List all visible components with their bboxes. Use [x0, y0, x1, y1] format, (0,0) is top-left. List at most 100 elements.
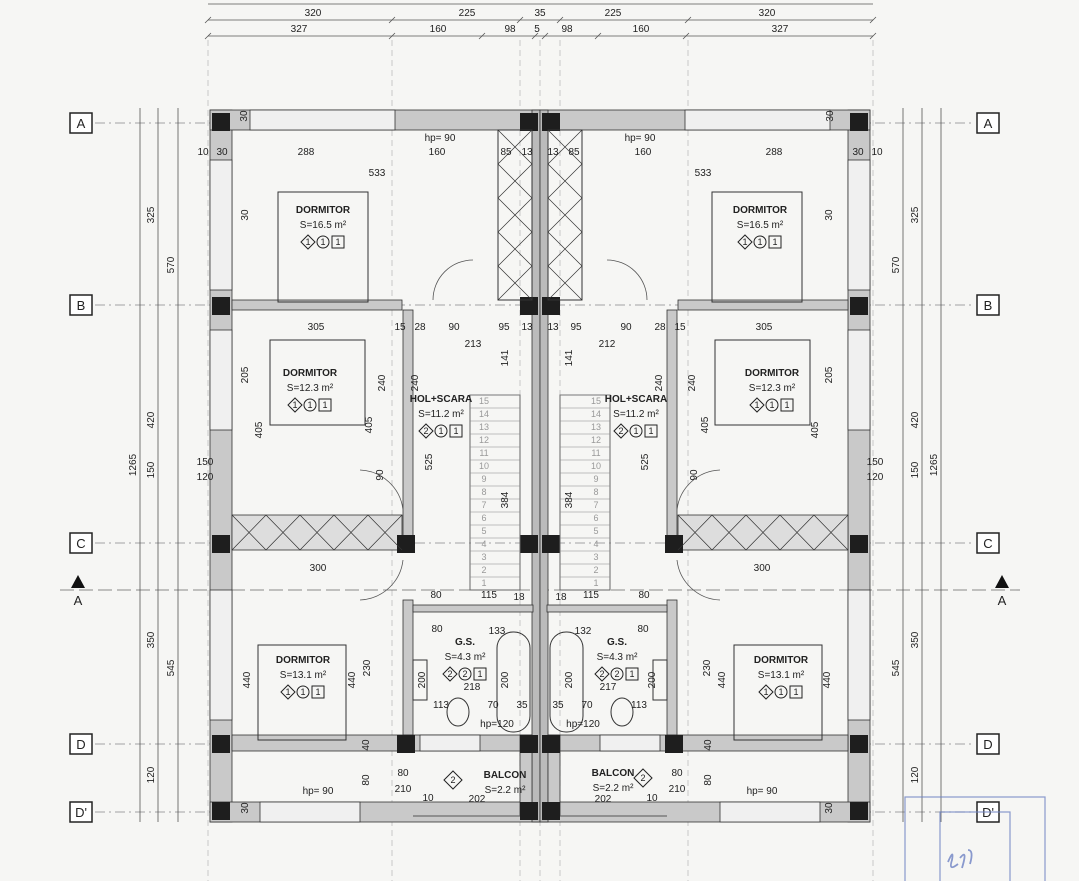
dimension-label-left: 18 [513, 592, 525, 603]
ceiling-code-square-icon [331, 235, 345, 249]
dimension-label-left: 213 [465, 339, 482, 350]
dimension-label-right: 533 [695, 168, 712, 179]
dimension-label-right: 217 [600, 682, 617, 693]
finish-code: 1 [778, 687, 783, 697]
room-name: HOL+SCARA [605, 394, 668, 405]
axis-bubble-right [976, 532, 1000, 554]
dimension-label-right: 13 [547, 322, 559, 333]
crosshatch [497, 129, 533, 165]
dimension-label: 420 [146, 411, 157, 428]
dimension-label-left: hp= 90 [303, 786, 334, 797]
finish-code: 1 [335, 237, 340, 247]
stair-step-number: 9 [481, 474, 486, 484]
dimension-label-right: 28 [654, 322, 666, 333]
dimension-label-right: 200 [647, 671, 658, 688]
dimension-label-right: hp= 90 [625, 133, 656, 144]
dimension-label: 160 [633, 24, 650, 35]
dimension-label: 320 [759, 8, 776, 19]
floor-code-diamond-icon [280, 684, 296, 700]
stair-step-number: 4 [481, 539, 486, 549]
finish-code: 1 [322, 400, 327, 410]
finish-code: 1 [285, 687, 290, 697]
dimension-label-right: 300 [754, 563, 771, 574]
finish-code: 1 [769, 400, 774, 410]
axis-label-right: A [984, 116, 993, 131]
dimension-label-right: 305 [756, 322, 773, 333]
door-swing [432, 259, 474, 301]
axis-bubble-left [69, 112, 93, 134]
dimension-label-right: 70 [581, 700, 593, 711]
dimension-label-left: 384 [500, 491, 511, 508]
dimension-label-left: 525 [424, 453, 435, 470]
dimension-label: 98 [504, 24, 516, 35]
door-swing [359, 559, 404, 601]
stair-step-number: 2 [481, 565, 486, 575]
dimension-tick [388, 16, 396, 24]
bathtub [496, 631, 531, 733]
dimension-label-left: 115 [481, 590, 497, 601]
stair-step-number: 2 [593, 565, 598, 575]
stair-step-number: 4 [593, 539, 598, 549]
dimension-label-left: 30 [240, 802, 251, 814]
window [209, 589, 233, 721]
dimension-label-left: 10 [197, 147, 209, 158]
stair-step-number: 12 [591, 435, 601, 445]
stair-step-number: 5 [593, 526, 598, 536]
section-arrow-icon-left [71, 575, 85, 588]
dimension-label-right: 30 [852, 147, 864, 158]
room-area: S=12.3 m² [749, 383, 796, 394]
dimension-label-right: 132 [575, 626, 592, 637]
dimension-label: 327 [291, 24, 308, 35]
dimension-label-right: 35 [552, 700, 564, 711]
floor-code-diamond-icon [633, 768, 653, 788]
dimension-label-left: 80 [361, 774, 372, 786]
stair-step-number: 1 [593, 578, 598, 588]
dimension-label-left: 210 [395, 784, 412, 795]
finish-code: 2 [618, 426, 623, 436]
window [209, 159, 233, 291]
axis-bubble-right [976, 294, 1000, 316]
bed [277, 191, 369, 303]
ceiling-code-square-icon [625, 667, 639, 681]
ceiling-code-square-icon [318, 398, 332, 412]
crosshatch [299, 514, 335, 551]
ceiling-code-square-icon [789, 685, 803, 699]
column [212, 535, 230, 553]
ceiling-code-square-icon [780, 398, 794, 412]
wall-code-circle-icon [303, 398, 317, 412]
ceiling-code-square-icon [768, 235, 782, 249]
room-area: S=4.3 m² [597, 652, 639, 663]
column [212, 735, 230, 753]
ceiling-code-square-icon [644, 424, 658, 438]
axis-bubble-left [69, 733, 93, 755]
dimension-label-right: 230 [702, 659, 713, 676]
dimension-label-left: 305 [308, 322, 325, 333]
crosshatch [367, 514, 403, 551]
floor-code-diamond-icon [443, 770, 463, 790]
dimension-tick [516, 16, 524, 24]
wall [402, 309, 414, 551]
dimension-label: 545 [166, 659, 177, 676]
dimension-label-right: 40 [703, 739, 714, 751]
finish-code: 1 [453, 426, 458, 436]
approval-stamp [904, 796, 1046, 881]
floor-code-diamond-icon [287, 397, 303, 413]
dimension-label-left: 13 [521, 322, 533, 333]
stair-step-number: 8 [481, 487, 486, 497]
dimension-label-left: 80 [431, 624, 443, 635]
dimension-label-left: 141 [500, 349, 511, 366]
finish-code: 2 [614, 669, 619, 679]
dimension-label-left: 150 [197, 457, 214, 468]
toilet [446, 697, 470, 727]
dimension-label-right: 10 [646, 793, 658, 804]
crosshatch [497, 163, 533, 199]
column [520, 297, 538, 315]
crosshatch [497, 231, 533, 267]
room-area: S=13.1 m² [280, 670, 327, 681]
staircase [469, 394, 521, 591]
column [520, 113, 538, 131]
